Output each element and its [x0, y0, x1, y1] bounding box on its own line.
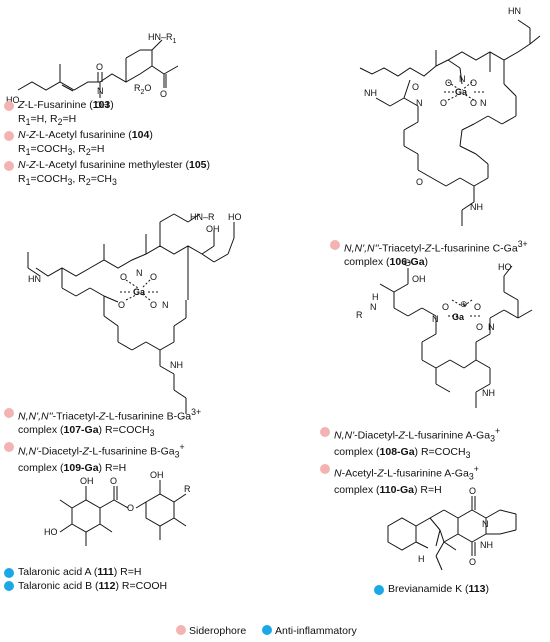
atom-O: O	[470, 78, 477, 88]
caption-104-r: R1=COCH3, R2=H	[18, 142, 105, 157]
structure-talaronic-acid	[59, 480, 187, 546]
atom-R: R	[356, 310, 363, 320]
anti-inflammatory-legend-dot	[262, 625, 272, 635]
atom-HO: HO	[228, 212, 242, 222]
atom-HO: HO	[498, 262, 512, 272]
anti-inflammatory-dot	[374, 584, 384, 595]
atom-O: O	[474, 302, 481, 312]
atom-Ga-plus: ⊕	[460, 299, 468, 309]
siderophore-dot	[4, 442, 14, 453]
atom-O: O	[404, 258, 411, 268]
siderophore-legend-dot	[176, 625, 186, 635]
atom-N: N	[432, 314, 439, 324]
structure-107-ga	[27, 213, 235, 414]
caption-110: N-Acetyl-Z-L-fusarinine A-Ga3+	[318, 463, 500, 484]
structure-fusarinine	[17, 39, 179, 98]
atom-N: N	[97, 86, 104, 96]
atom-OH: OH	[150, 470, 164, 480]
atom-O: O	[416, 177, 423, 187]
atom-N: N	[488, 322, 495, 332]
anti-inflammatory-dot	[4, 581, 14, 591]
siderophore-dot	[4, 407, 14, 418]
caption-108: N,N'-Diacetyl-Z-L-fusarinine A-Ga3+	[318, 425, 500, 446]
atom-NH: NH	[170, 360, 183, 370]
caption-107-109: N,N',N''-Triacetyl-Z-L-fusarinine B-Ga3+…	[2, 406, 201, 475]
atom-Ga: Ga	[455, 87, 468, 97]
caption-103-r: R1=H, R2=H	[18, 112, 77, 127]
caption-106: N,N',N''-Triacetyl-Z-L-fusarinine C-Ga3+…	[328, 238, 528, 270]
atom-N: N	[480, 98, 487, 108]
atom-NH: NH	[480, 540, 493, 550]
atom-N: N	[136, 268, 143, 278]
caption-107: N,N',N''-Triacetyl-Z-L-fusarinine B-Ga3+	[2, 406, 201, 424]
atom-N: N	[370, 302, 377, 312]
caption-112: Talaronic acid B (112) R=COOH	[2, 580, 167, 594]
siderophore-dot	[4, 130, 14, 141]
atom-O: O	[120, 272, 127, 282]
atom-Ga: Ga	[133, 287, 146, 297]
atom-O: O	[127, 503, 134, 513]
atom-O: O	[118, 300, 125, 310]
atom-O: O	[160, 89, 167, 99]
caption-108-110: N,N'-Diacetyl-Z-L-fusarinine A-Ga3+ comp…	[318, 425, 500, 497]
atom-O: O	[150, 300, 157, 310]
atom-O: O	[469, 557, 476, 567]
atom-H: H	[418, 554, 425, 564]
atom-N: N	[459, 74, 466, 84]
atom-Ga: Ga	[452, 312, 465, 322]
atom-N: N	[162, 300, 169, 310]
atom-O: O	[470, 98, 477, 108]
atom-N: N	[482, 519, 489, 529]
caption-103: Z-L-Fusarinine (103)	[2, 99, 210, 113]
caption-105-r: R1=COCH3, R2=CH3	[18, 172, 117, 187]
atom-O: O	[476, 322, 483, 332]
caption-113: Brevianamide K (113)	[372, 583, 489, 597]
siderophore-dot	[320, 464, 330, 475]
siderophore-dot	[4, 100, 14, 111]
caption-104: N-Z-L-Acetyl fusarinine (104)	[2, 129, 210, 143]
structure-108-ga	[379, 265, 533, 408]
atom-O: O	[412, 82, 419, 92]
atom-HN: HN	[508, 6, 521, 16]
atom-O: O	[442, 302, 449, 312]
atom-OH: OH	[95, 100, 109, 110]
atom-O: O	[469, 486, 476, 496]
structure-106-ga	[359, 19, 541, 226]
atom-O: O	[440, 98, 447, 108]
atom-N: N	[416, 98, 423, 108]
atom-R2O: R2O	[134, 83, 151, 96]
atom-HN-R: HN–R	[190, 212, 215, 222]
siderophore-dot	[4, 160, 14, 171]
atom-HN: HN	[28, 274, 41, 284]
atom-NH: NH	[470, 202, 483, 212]
legend-siderophore: Siderophore	[176, 625, 246, 637]
atom-HO: HO	[44, 527, 58, 537]
atom-O: O	[150, 272, 157, 282]
atom-O: O	[445, 78, 452, 88]
caption-111: Talaronic acid A (111) R=H	[2, 566, 167, 580]
siderophore-dot	[320, 426, 330, 437]
legend-anti-inflammatory: Anti-inflammatory	[262, 625, 357, 637]
caption-105: N-Z-L-Acetyl fusarinine methylester (105…	[2, 159, 210, 173]
atom-NH: NH	[482, 388, 495, 398]
caption-109: N,N'-Diacetyl-Z-L-fusarinine B-Ga3+	[2, 441, 201, 462]
caption-talaronic: Talaronic acid A (111) R=H Talaronic aci…	[2, 566, 167, 593]
atom-R: R	[184, 484, 191, 494]
caption-fusarinine: Z-L-Fusarinine (103) R1=H, R2=H N-Z-L-Ac…	[2, 99, 210, 189]
atom-OH: OH	[80, 476, 94, 486]
atom-NH: NH	[364, 88, 377, 98]
atom-HO: HO	[6, 95, 20, 105]
atom-HN-R1: HN–R1	[148, 32, 177, 45]
siderophore-dot	[330, 239, 340, 250]
anti-inflammatory-dot	[4, 567, 14, 578]
structure-brevianamide-k	[387, 496, 517, 571]
atom-OH: OH	[412, 274, 426, 284]
atom-O: O	[96, 62, 103, 72]
atom-O: O	[110, 476, 117, 486]
atom-OH: OH	[206, 224, 220, 234]
atom-H: H	[372, 292, 379, 302]
